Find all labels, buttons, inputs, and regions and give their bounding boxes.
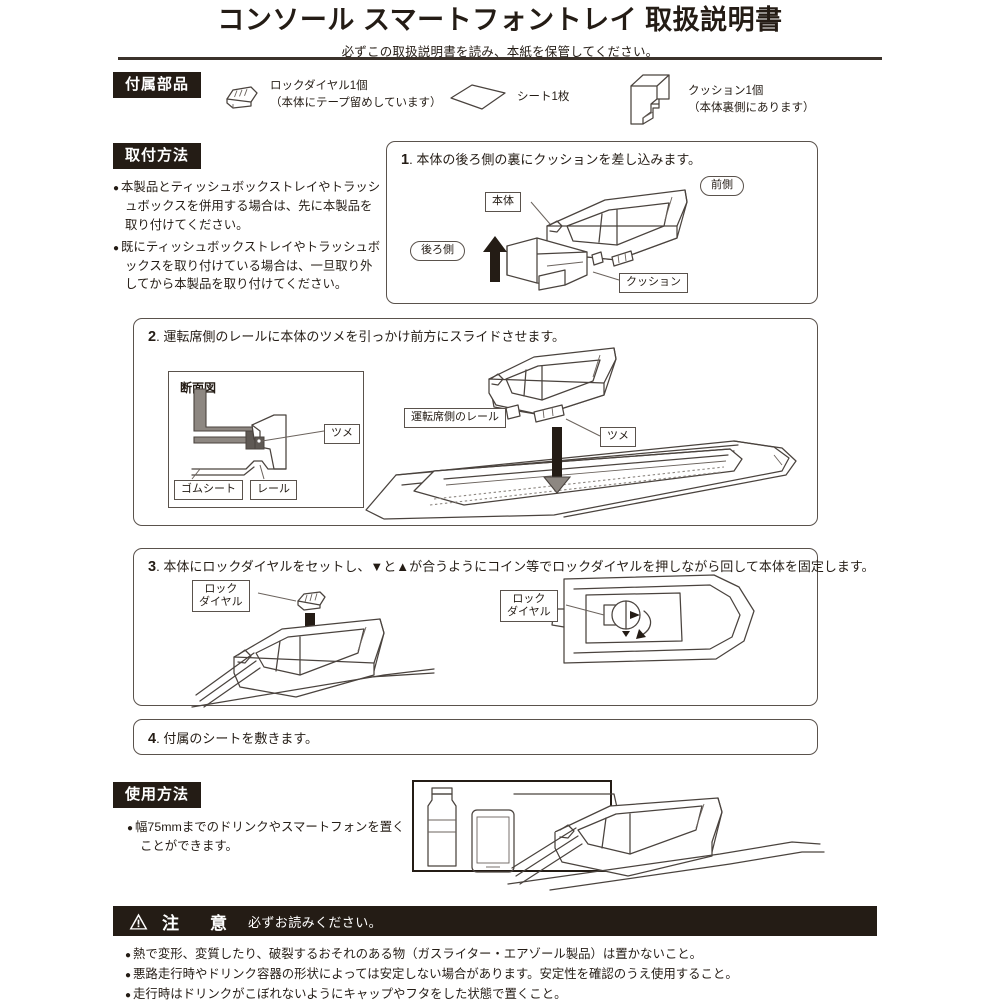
install-note: 本製品とティッシュボックストレイやトラッシュボックスを併用する場合は、先に本製品… — [113, 178, 381, 235]
callout-body: 本体 — [485, 192, 521, 212]
page-title: コンソール スマートフォントレイ 取扱説明書 — [217, 5, 783, 35]
warning-triangle-icon — [129, 912, 148, 930]
usage-illustration — [427, 787, 825, 891]
caution-bar: 注 意 必ずお読みください。 — [113, 906, 877, 936]
install-section-badge: 取付方法 — [113, 143, 202, 170]
caution-item: 悪路走行時やドリンク容器の形状によっては安定しない場合があります。安定性を確認の… — [125, 964, 885, 984]
callout-front: 前側 — [700, 176, 744, 196]
caution-subtitle: 必ずお読みください。 — [248, 914, 383, 930]
parts-section: 付属部品 ロックダイヤル1個 （本体にテープ留めしています） シート1枚 — [113, 70, 873, 128]
caution-list: 熱で変形、変質したり、破裂するおそれのある物（ガスライター・エアゾール製品）は置… — [125, 944, 885, 1000]
step-1-box: 1. 本体の後ろ側の裏にクッションを差し込みます。 本体 前側 後ろ側 クッショ… — [386, 141, 818, 304]
step-1-title: 1. 本体の後ろ側の裏にクッションを差し込みます。 — [401, 152, 702, 168]
part-label-cushion: クッション1個 （本体裏側にあります） — [688, 85, 815, 114]
install-note: 既にティッシュボックストレイやトラッシュボックスを取り付けている場合は、一旦取り… — [113, 238, 381, 295]
step-3-box: 3. 本体にロックダイヤルをセットし、▼と▲が合うようにコイン等でロックダイヤル… — [133, 548, 875, 708]
callout-lock-dial-left: ロックダイヤル — [192, 580, 250, 613]
part-label-sheet: シート1枚 — [517, 90, 570, 103]
step-2-illustration — [191, 347, 797, 520]
part-label-lock-dial: ロックダイヤル1個 （本体にテープ留めしています） — [270, 80, 442, 109]
callout-rubber-sheet: ゴムシート — [174, 480, 243, 500]
step-2-box: 2. 運転席側のレールに本体のツメを引っかけ前方にスライドさせます。 断面図 ツ… — [133, 318, 818, 526]
caution-item: 走行時はドリンクがこぼれないようにキャップやフタをした状態で置くこと。 — [125, 984, 885, 1000]
callout-rail: レール — [250, 480, 297, 500]
title-block: コンソール スマートフォントレイ 取扱説明書 必ずこの取扱説明書を読み、本紙を保… — [0, 5, 1000, 60]
caution-item: 熱で変形、変質したり、破裂するおそれのある物（ガスライター・エアゾール製品）は置… — [125, 944, 885, 964]
step-3-title: 3. 本体にロックダイヤルをセットし、▼と▲が合うようにコイン等でロックダイヤル… — [148, 559, 875, 575]
part-item-sheet: シート1枚 — [448, 82, 569, 112]
callout-claw-section: ツメ — [324, 424, 360, 444]
lock-dial-icon — [226, 86, 258, 109]
step-4-title: 4. 付属のシートを敷きます。 — [148, 731, 319, 747]
part-item-cushion: クッション1個 （本体裏側にあります） — [621, 72, 815, 128]
cushion-icon — [630, 74, 670, 125]
step-2-title: 2. 運転席側のレールに本体のツメを引っかけ前方にスライドさせます。 — [148, 329, 566, 345]
usage-note: 幅75mmまでのドリンクやスマートフォンを置くことができます。 — [127, 818, 413, 855]
step-1-illustration — [483, 189, 688, 291]
usage-section-badge: 使用方法 — [113, 782, 202, 809]
step-3-illustration — [191, 574, 755, 708]
sheet-icon — [450, 84, 506, 110]
install-section: 取付方法 本製品とティッシュボックストレイやトラッシュボックスを併用する場合は、… — [113, 143, 381, 297]
callout-lock-dial-right: ロックダイヤル — [500, 590, 558, 623]
callout-cushion: クッション — [619, 273, 688, 293]
caution-title: 注 意 — [162, 913, 234, 933]
title-divider — [118, 57, 882, 60]
usage-section: 使用方法 幅75mmまでのドリンクやスマートフォンを置くことができます。 — [113, 782, 413, 855]
page-subtitle: 必ずこの取扱説明書を読み、本紙を保管してください。 — [341, 44, 659, 59]
cross-section-title: 断面図 — [180, 381, 217, 395]
callout-rear: 後ろ側 — [410, 241, 465, 261]
usage-notes-list: 幅75mmまでのドリンクやスマートフォンを置くことができます。 — [127, 818, 413, 855]
callout-claw: ツメ — [600, 427, 636, 447]
callout-driver-rail: 運転席側のレール — [404, 408, 506, 428]
parts-section-badge: 付属部品 — [113, 72, 202, 99]
install-notes-list: 本製品とティッシュボックストレイやトラッシュボックスを併用する場合は、先に本製品… — [113, 178, 381, 294]
part-item-lock-dial: ロックダイヤル1個 （本体にテープ留めしています） — [221, 78, 441, 111]
step-4-box: 4. 付属のシートを敷きます。 — [133, 719, 818, 755]
